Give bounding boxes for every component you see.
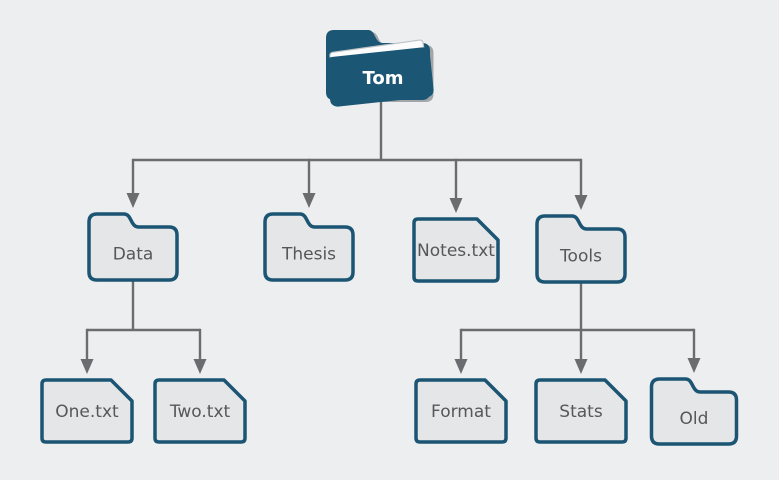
folder-shape-icon xyxy=(263,212,355,282)
file-shape-icon xyxy=(414,378,508,444)
file-shape-icon xyxy=(153,378,247,444)
node-tom: Tom xyxy=(326,30,434,107)
root-node-label: Tom xyxy=(362,68,403,89)
file-shape-icon xyxy=(412,217,500,283)
node-label: Notes.txt xyxy=(417,241,495,261)
node-notes: Notes.txt xyxy=(412,217,500,283)
arrowhead-icon xyxy=(126,193,140,208)
arrowhead-icon xyxy=(574,359,588,374)
arrowhead-icon xyxy=(574,195,588,210)
arrowhead-icon xyxy=(80,359,94,374)
arrowhead-icon xyxy=(449,198,463,213)
node-one: One.txt xyxy=(40,378,134,444)
edge-tom xyxy=(126,102,588,213)
node-label: Stats xyxy=(559,402,603,422)
node-label: Thesis xyxy=(281,245,336,265)
folder-shape-icon xyxy=(535,214,627,284)
arrowhead-icon xyxy=(454,359,468,374)
edge-tools xyxy=(454,282,701,374)
arrowhead-icon xyxy=(302,193,316,208)
edges-layer xyxy=(80,102,701,374)
file-shape-icon xyxy=(534,378,628,444)
node-two: Two.txt xyxy=(153,378,247,444)
node-data: Data xyxy=(87,212,179,282)
arrowhead-icon xyxy=(193,359,207,374)
node-label: Tools xyxy=(559,247,602,267)
folder-shape-icon xyxy=(649,377,739,446)
node-format: Format xyxy=(414,378,508,444)
node-label: Old xyxy=(680,409,709,429)
node-label: Format xyxy=(431,402,491,422)
root-folder-front-icon xyxy=(326,47,434,107)
file-shape-icon xyxy=(40,378,134,444)
edge-data xyxy=(80,280,207,374)
node-label: Two.txt xyxy=(169,402,231,422)
node-old: Old xyxy=(649,377,739,446)
folder-shape-icon xyxy=(87,212,179,282)
arrowhead-icon xyxy=(687,358,701,373)
node-stats: Stats xyxy=(534,378,628,444)
node-thesis: Thesis xyxy=(263,212,355,282)
node-label: One.txt xyxy=(55,402,119,422)
node-label: Data xyxy=(113,245,154,265)
node-tools: Tools xyxy=(535,214,627,284)
